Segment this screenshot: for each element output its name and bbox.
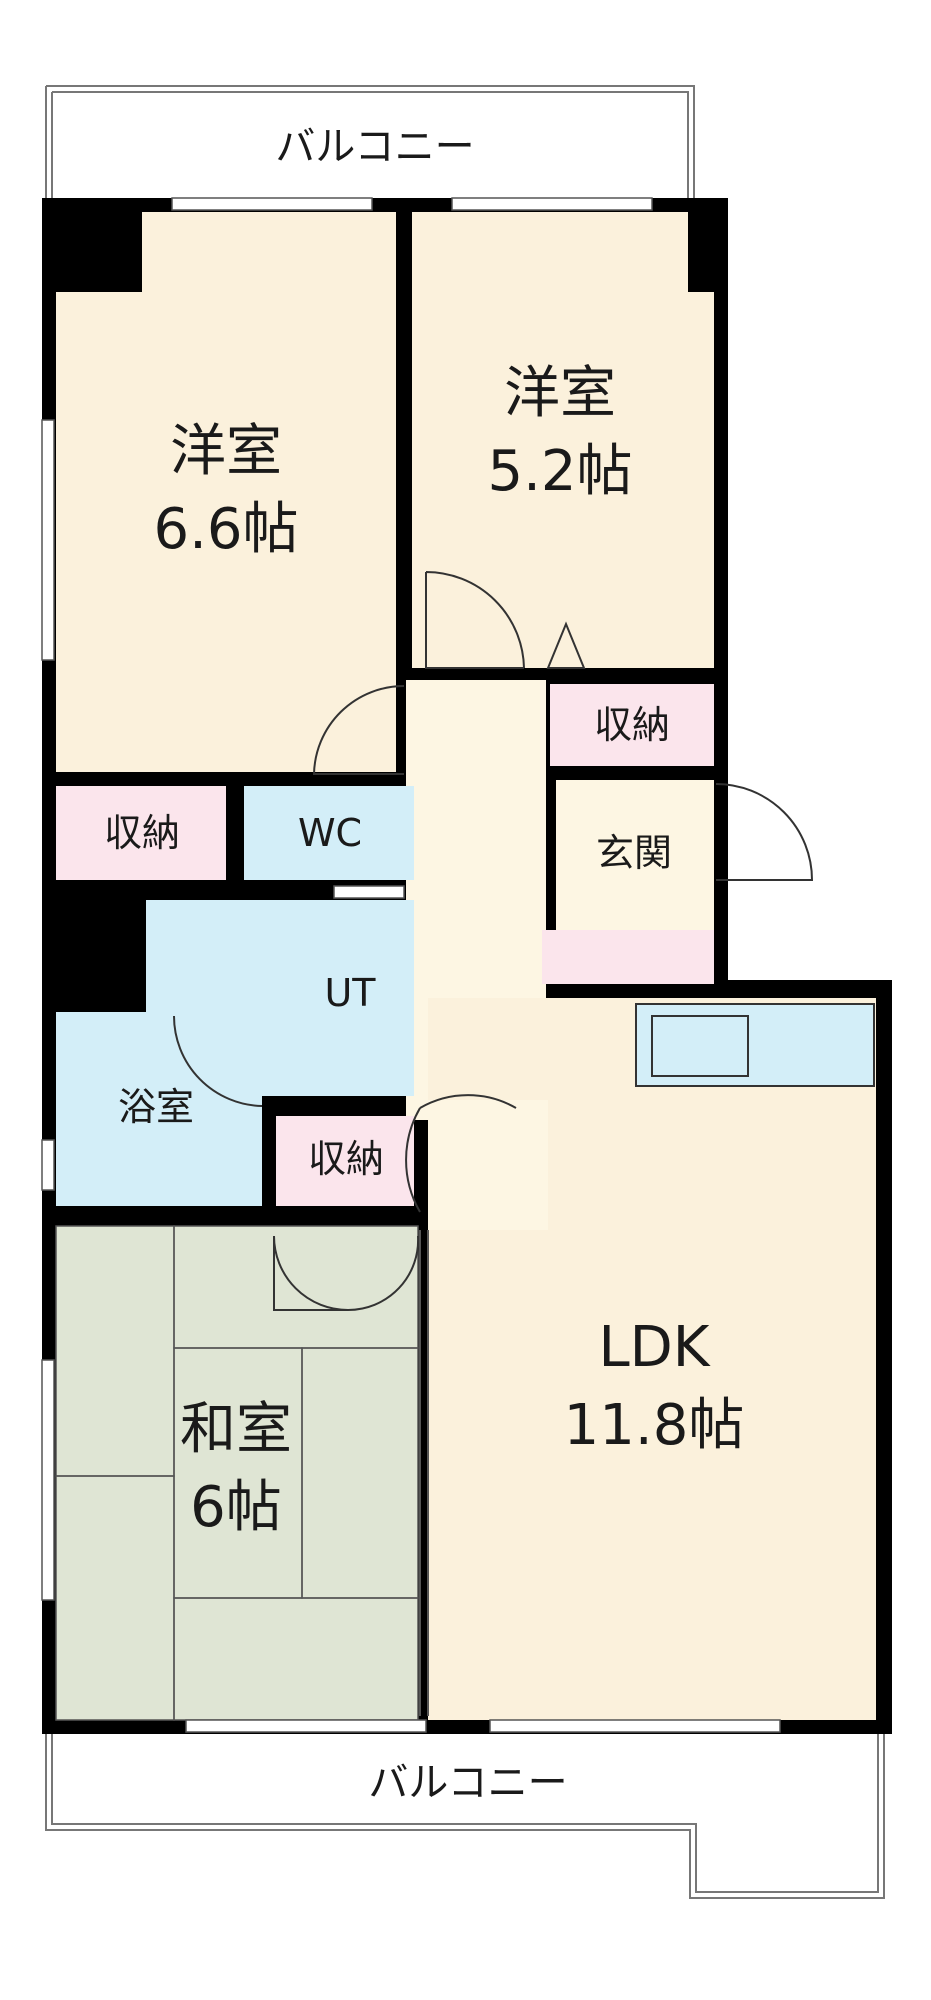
bath-label: 浴室: [118, 1085, 194, 1129]
balcony-top-label: バルコニー: [275, 124, 474, 170]
corridor-to-ldk: [428, 1100, 548, 1230]
western-room-a-name: 洋室: [170, 419, 282, 484]
japanese-room-size: 6帖: [190, 1475, 282, 1540]
western-room-a-size: 6.6帖: [153, 497, 298, 562]
western-room-a-corner: [56, 212, 142, 292]
japanese-room-floor: [56, 1226, 418, 1720]
sliding-door: [419, 1230, 429, 1716]
storage-a-floor: [56, 786, 226, 880]
door-swings: [173, 571, 814, 1312]
ut-floor-extension: [268, 900, 414, 1096]
storage-c-label: 収納: [308, 1137, 384, 1181]
entrance-step: [542, 930, 714, 984]
western-room-b-floor: [412, 212, 714, 668]
balcony-top-outline: [45, 85, 695, 200]
japanese-room-name: 和室: [180, 1397, 292, 1462]
windows: [41, 197, 781, 1733]
balcony-bottom-label: バルコニー: [368, 1760, 567, 1806]
entrance-label: 玄関: [596, 831, 672, 875]
storage-a-label: 収納: [104, 811, 180, 855]
western-room-b-size: 5.2帖: [487, 439, 632, 504]
storage-b-label: 収納: [594, 703, 670, 747]
bath-floor: [56, 1012, 262, 1206]
entrance-floor: [556, 780, 714, 936]
kitchen-sink: [651, 1015, 749, 1077]
western-room-a-floor: [56, 212, 396, 772]
ldk-name: LDK: [598, 1315, 710, 1380]
western-room-b-corner: [688, 212, 714, 292]
western-room-b-name: 洋室: [504, 361, 616, 426]
tatami-mats: [55, 1225, 419, 1721]
wc-floor: [244, 786, 414, 880]
storage-c-floor: [276, 1116, 414, 1206]
wc-label: WC: [298, 811, 362, 855]
ut-label: UT: [324, 971, 376, 1015]
storage-b-floor: [550, 684, 714, 766]
balcony-bottom-outline-inner: [51, 1730, 879, 1893]
balcony-bottom-outline: [45, 1730, 885, 1899]
ldk-size: 11.8帖: [564, 1393, 745, 1458]
balcony-top-outline-inner: [51, 91, 689, 200]
